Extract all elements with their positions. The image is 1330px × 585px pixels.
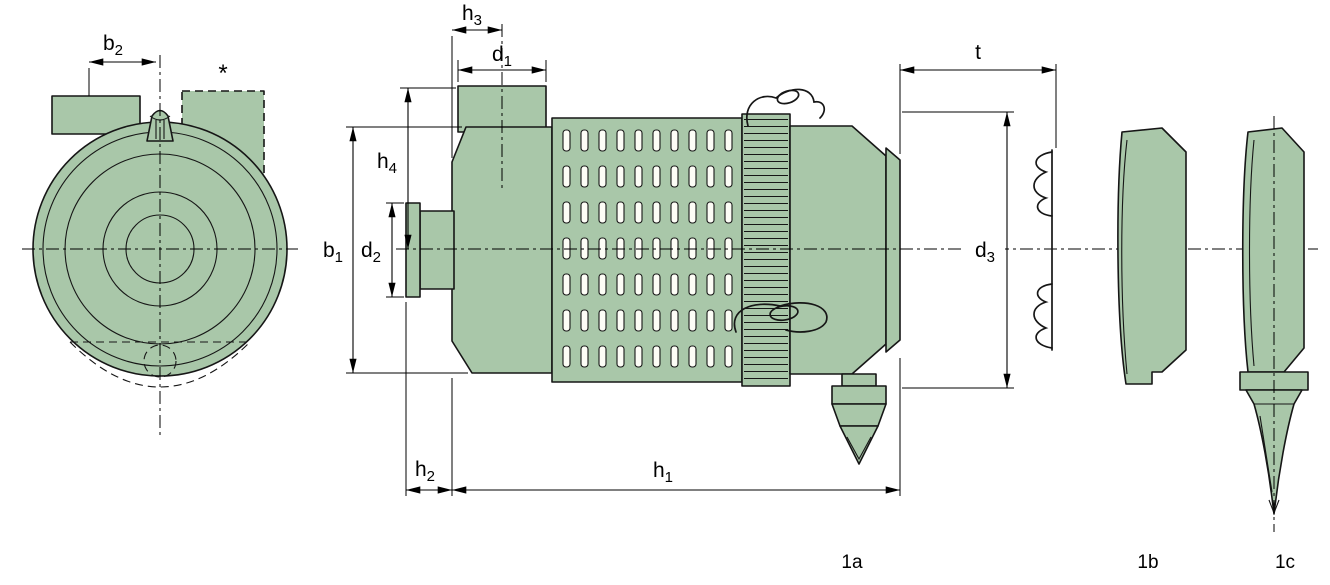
clamp-band-serration xyxy=(744,116,788,384)
dimensions: h3 d1 h4 b1 d2 h2 h1 t xyxy=(323,2,1057,496)
dim-label-d3: d3 xyxy=(975,239,995,266)
dim-label-b2: b2 xyxy=(103,32,123,59)
dust-valve-collar xyxy=(831,385,887,405)
caption-view-1c: 1c xyxy=(1275,552,1295,573)
dim-label-h3: h3 xyxy=(462,2,482,29)
cover-1b-face-line xyxy=(1121,139,1128,375)
clamp-band-profile xyxy=(1033,149,1053,351)
caption-view-1a: 1a xyxy=(841,552,863,573)
latch-top-wire xyxy=(745,88,826,127)
clamp-profile-top-hook xyxy=(1033,151,1053,217)
caption-view-1b: 1b xyxy=(1137,552,1158,573)
dim-label-h1: h1 xyxy=(653,459,673,486)
cone-seam-line xyxy=(1259,415,1273,493)
outlet-port-body xyxy=(419,210,455,290)
dim-label-h2: h2 xyxy=(415,458,435,485)
mounting-tab xyxy=(51,95,141,135)
dim-label-h4: h4 xyxy=(377,150,397,177)
cover-1c-face-line xyxy=(1248,139,1255,367)
dim-label-t: t xyxy=(975,41,981,64)
cover-1b-body xyxy=(1117,127,1187,385)
latch-side-wire xyxy=(733,302,828,333)
dust-valve-slit xyxy=(846,436,872,461)
clamp-profile-bottom-hook xyxy=(1033,283,1053,349)
dust-valve-body xyxy=(831,403,887,427)
drain-hole-dashed-circle xyxy=(143,344,177,378)
end-ring xyxy=(885,147,901,353)
cover-view-1b xyxy=(1117,127,1187,385)
front-view: b2 * xyxy=(22,32,298,438)
dust-valve-duckbill xyxy=(839,425,879,465)
cover-1c-body xyxy=(1241,127,1305,373)
end-cap xyxy=(789,125,887,375)
latch-top-loop xyxy=(776,89,800,105)
dim-d3-label-backing xyxy=(965,238,1005,264)
dim-label-b1: b1 xyxy=(323,239,343,266)
dim-label-d1: d1 xyxy=(492,43,512,70)
dim-label-d2: d2 xyxy=(361,239,381,266)
asterisk-note: * xyxy=(218,60,227,87)
dust-valve-neck xyxy=(841,373,877,387)
alt-valve-arc-dashed xyxy=(69,341,251,388)
louver-slots xyxy=(558,123,738,379)
latch-side-loop xyxy=(769,304,799,322)
cover-view-1c xyxy=(1239,116,1309,532)
